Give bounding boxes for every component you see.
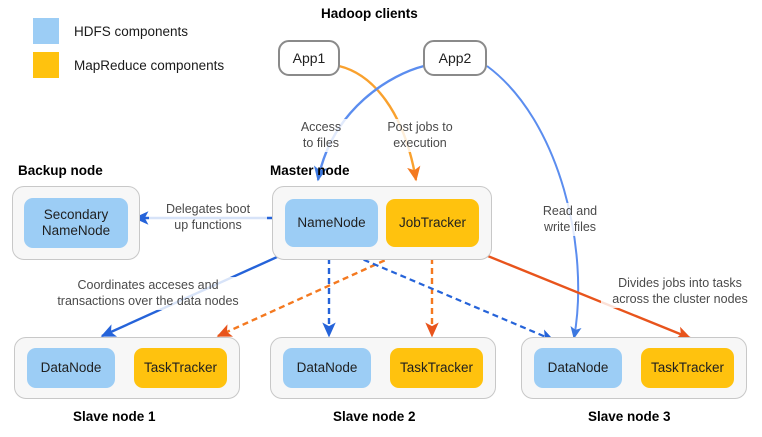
heading-slave-node-2: Slave node 2 <box>333 409 416 424</box>
heading-slave-node-1: Slave node 1 <box>73 409 156 424</box>
legend-item-mapreduce: MapReduce components <box>33 52 224 78</box>
label-divides-line2: across the cluster nodes <box>612 291 748 306</box>
label-coordinates-line1: Coordinates acceses and <box>77 278 219 292</box>
client-app2-box[interactable]: App2 <box>423 40 487 76</box>
blue-square-icon <box>33 18 59 44</box>
component-jobtracker[interactable]: JobTracker <box>386 199 479 247</box>
component-datanode-1[interactable]: DataNode <box>27 348 115 388</box>
label-divides-line1: Divides jobs into tasks <box>618 276 742 290</box>
component-tasktracker-3[interactable]: TaskTracker <box>641 348 734 388</box>
slave-node-2-group: DataNode TaskTracker <box>270 337 496 399</box>
slave-node-1-group: DataNode TaskTracker <box>14 337 240 399</box>
legend-item-hdfs: HDFS components <box>33 18 224 44</box>
backup-node-group: Secondary NameNode <box>12 186 140 260</box>
heading-slave-node-3: Slave node 3 <box>588 409 671 424</box>
label-coordinates-line2: transactions over the data nodes <box>57 293 239 308</box>
component-datanode-3[interactable]: DataNode <box>534 348 622 388</box>
legend-label-hdfs: HDFS components <box>74 23 189 39</box>
component-namenode[interactable]: NameNode <box>285 199 378 247</box>
label-coordinates-accesses: Coordinates acceses and transactions ove… <box>28 277 268 311</box>
yellow-square-icon <box>33 52 59 78</box>
master-node-group: NameNode JobTracker <box>272 186 492 260</box>
heading-hadoop-clients: Hadoop clients <box>321 6 418 21</box>
label-post-jobs-to-execution: Post jobs to execution <box>371 119 469 153</box>
label-delegates-boot-up-functions: Delegates boot up functions <box>149 201 267 235</box>
legend: HDFS components MapReduce components <box>33 18 224 86</box>
label-access-to-files: Access to files <box>288 119 354 153</box>
label-divides-jobs-into-tasks: Divides jobs into tasks across the clust… <box>601 275 759 309</box>
component-datanode-2[interactable]: DataNode <box>283 348 371 388</box>
label-delegates-line2: up functions <box>174 217 242 232</box>
legend-label-mapreduce: MapReduce components <box>74 57 225 73</box>
heading-backup-node: Backup node <box>18 163 103 178</box>
component-tasktracker-1[interactable]: TaskTracker <box>134 348 227 388</box>
client-app1-box[interactable]: App1 <box>278 40 340 76</box>
edge-namenode-to-slave3 <box>335 246 555 342</box>
label-read-write-line2: write files <box>543 219 597 234</box>
label-post-jobs-line1: Post jobs to <box>387 120 453 134</box>
heading-master-node: Master node <box>270 163 350 178</box>
edge-app2-to-slave3-datanode <box>486 65 582 340</box>
label-delegates-line1: Delegates boot <box>165 202 251 216</box>
label-access-to-files-line2: to files <box>302 135 340 150</box>
label-read-write-line1: Read and <box>542 204 598 218</box>
slave-node-3-group: DataNode TaskTracker <box>521 337 747 399</box>
label-read-and-write-files: Read and write files <box>532 203 608 237</box>
component-secondary-namenode[interactable]: Secondary NameNode <box>24 198 128 248</box>
label-post-jobs-line2: execution <box>393 135 447 150</box>
component-tasktracker-2[interactable]: TaskTracker <box>390 348 483 388</box>
label-access-to-files-line1: Access <box>300 120 342 134</box>
